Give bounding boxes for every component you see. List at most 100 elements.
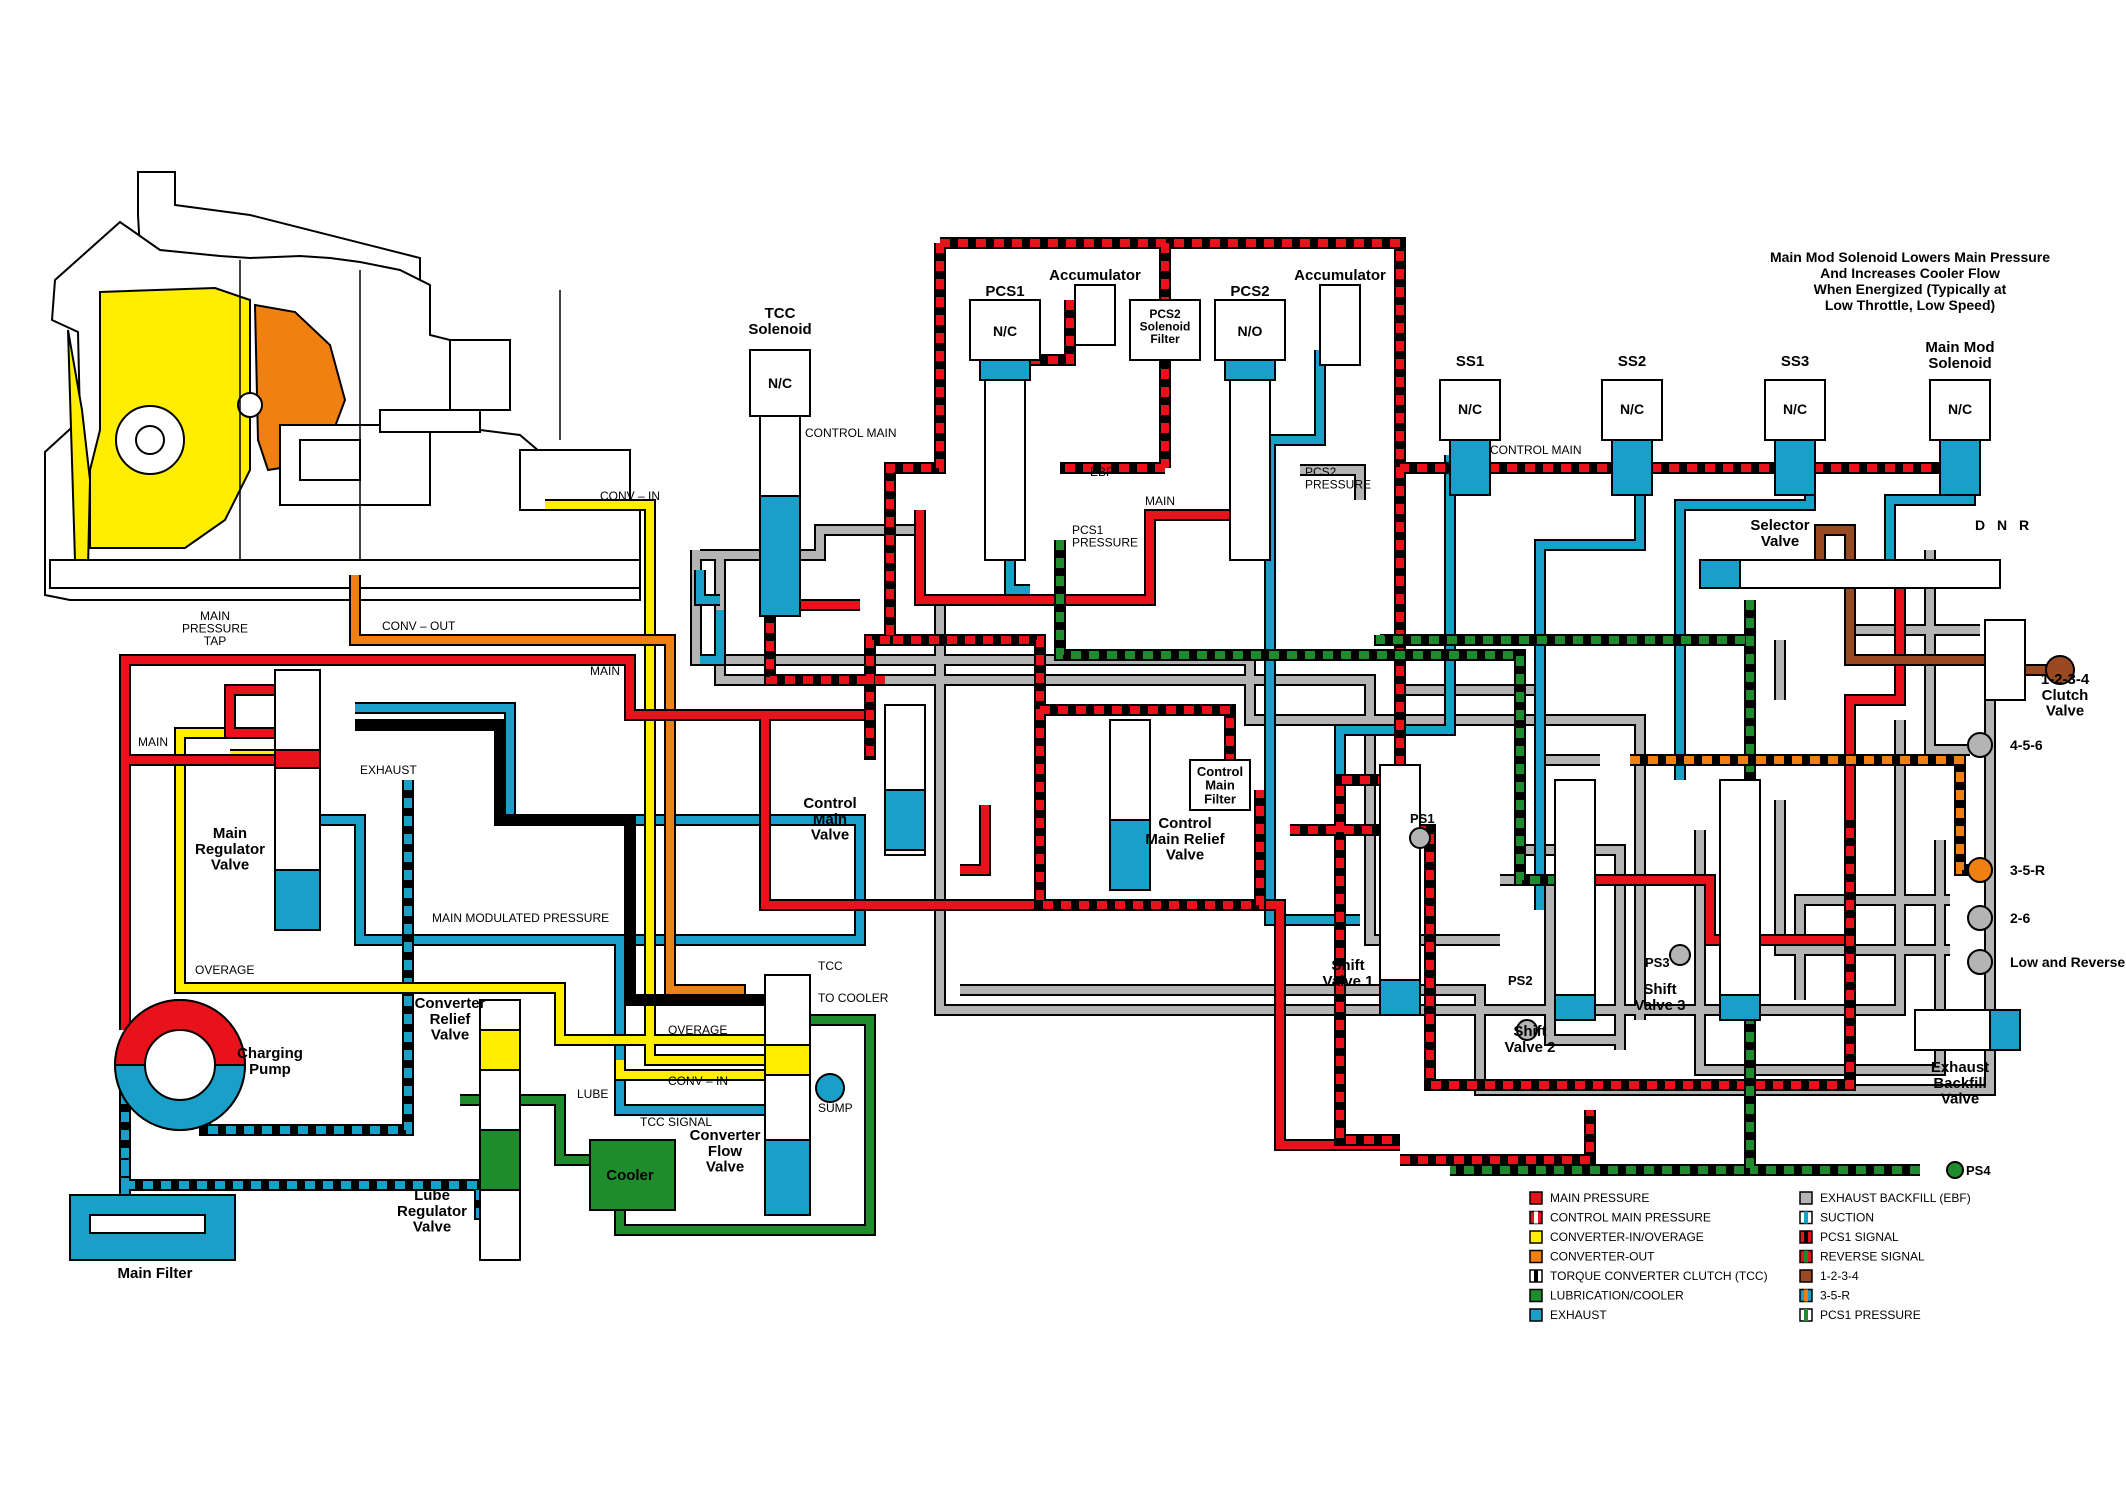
- main-mod-nc-label: N/C: [1948, 401, 1972, 417]
- output-456: 4-5-6: [2010, 737, 2043, 753]
- cooler-box: [589, 1139, 676, 1211]
- legend-swatch-stripe: [1804, 1309, 1808, 1321]
- main-label-1: MAIN: [1145, 494, 1175, 508]
- legend-label: EXHAUST BACKFILL (EBF): [1820, 1191, 1971, 1205]
- converter-flow-valve-body: [764, 974, 845, 1216]
- dnr-d: D: [1975, 517, 1985, 533]
- legend-label: LUBRICATION/COOLER: [1550, 1289, 1684, 1303]
- tcc-signal-label-2: TCC SIGNAL: [640, 1115, 712, 1129]
- ss1-nc-label: N/C: [1458, 401, 1482, 417]
- note-line-3: When Energized (Typically at: [1814, 281, 2007, 297]
- overage-label-2: OVERAGE: [668, 1023, 727, 1037]
- legend-swatch: [1529, 1249, 1543, 1264]
- legend-swatch-stripe: [1534, 1211, 1538, 1224]
- legend-label: CONTROL MAIN PRESSURE: [1550, 1211, 1711, 1225]
- legend-swatch-stripe: [1804, 1289, 1808, 1302]
- dnr-r: R: [2019, 517, 2029, 533]
- legend-swatch: [1529, 1288, 1543, 1303]
- note-line-4: Low Throttle, Low Speed): [1825, 297, 1995, 313]
- legend-swatch-stripe: [1804, 1250, 1808, 1263]
- conv-in-label-1: CONV – IN: [600, 489, 660, 503]
- legend-label: CONVERTER-IN/OVERAGE: [1550, 1230, 1704, 1244]
- main-modulated-label: MAIN MODULATED PRESSURE: [432, 911, 609, 925]
- ps4-label: PS4: [1966, 1163, 1991, 1178]
- ss2-nc-label: N/C: [1620, 401, 1644, 417]
- dnr-n: N: [1997, 517, 2007, 533]
- main-filter-body: [69, 1194, 236, 1261]
- legend-swatch: [1529, 1191, 1543, 1205]
- control-main-relief-valve-body: [1109, 719, 1151, 891]
- ss1-label: SS1: [1456, 353, 1484, 370]
- conv-out-label-1: CONV – OUT: [382, 619, 456, 633]
- clutch-valve-body: [1984, 619, 2075, 701]
- main-label-3: MAIN: [138, 735, 168, 749]
- lube-label: LUBE: [577, 1087, 608, 1101]
- accumulator-1-label: Accumulator: [1049, 267, 1141, 284]
- to-cooler-label: TO COOLER: [818, 991, 889, 1005]
- output-labels: 4-5-6 3-5-R 2-6 Low and Reverse PS1 PS2 …: [1410, 737, 2125, 1178]
- tcc-signal-label-1: TCC SIGNAL: [368, 718, 440, 732]
- conv-in-label-2: CONV – IN: [668, 1074, 728, 1088]
- ebf-label: EBF: [1090, 465, 1113, 479]
- pcs1-nc-label: N/C: [993, 323, 1017, 339]
- pcs2-label: PCS2: [1230, 283, 1269, 300]
- legend-swatch: [1799, 1269, 1813, 1283]
- accumulator-2-label: Accumulator: [1294, 267, 1386, 284]
- control-main-valve-body: [884, 704, 926, 856]
- legend-swatch: [1799, 1191, 1813, 1205]
- legend-label: SUCTION: [1820, 1211, 1874, 1225]
- main-filter-label: Main Filter: [117, 1265, 192, 1282]
- ps2-label: PS2: [1508, 973, 1533, 988]
- legend-label: 3-5-R: [1820, 1289, 1850, 1303]
- pcs2-no-label: N/O: [1238, 323, 1263, 339]
- converter-relief-valve-body: [479, 999, 521, 1191]
- exhaust-label: EXHAUST: [360, 763, 417, 777]
- ss2-label: SS2: [1618, 353, 1646, 370]
- note-line-1: Main Mod Solenoid Lowers Main Pressure: [1770, 249, 2050, 265]
- legend-swatch-stripe: [1804, 1211, 1808, 1224]
- tcc-label: TCC: [818, 959, 843, 973]
- exhaust-backfill-valve-body: [1914, 1009, 2021, 1051]
- overage-label-1: OVERAGE: [195, 963, 254, 977]
- ps1-label: PS1: [1410, 811, 1435, 826]
- accumulator-1: [1074, 284, 1116, 346]
- pcs2-solenoid: [1214, 299, 1286, 561]
- legend-label: TORQUE CONVERTER CLUTCH (TCC): [1550, 1269, 1768, 1283]
- ss3-label: SS3: [1781, 353, 1809, 370]
- accumulator-2: [1319, 284, 1361, 366]
- conv-out-label-2: CONV – OUT: [668, 993, 742, 1007]
- pcs1-solenoid: [969, 299, 1041, 561]
- control-main-label-1: CONTROL MAIN: [805, 426, 897, 440]
- output-low-reverse: Low and Reverse: [2010, 954, 2125, 970]
- ss3-nc-label: N/C: [1783, 401, 1807, 417]
- main-regulator-valve-body: [274, 669, 321, 931]
- legend-label: PCS1 SIGNAL: [1820, 1230, 1899, 1244]
- shift-solenoids: [1439, 379, 1991, 496]
- cooler-label: Cooler: [606, 1167, 654, 1184]
- legend-label: REVERSE SIGNAL: [1820, 1250, 1925, 1264]
- charging-pump-ring: [113, 999, 247, 1131]
- lube-regulator-valve-body: [479, 1189, 521, 1261]
- legend-label: CONVERTER-OUT: [1550, 1250, 1655, 1264]
- tcc-nc-label: N/C: [768, 375, 792, 391]
